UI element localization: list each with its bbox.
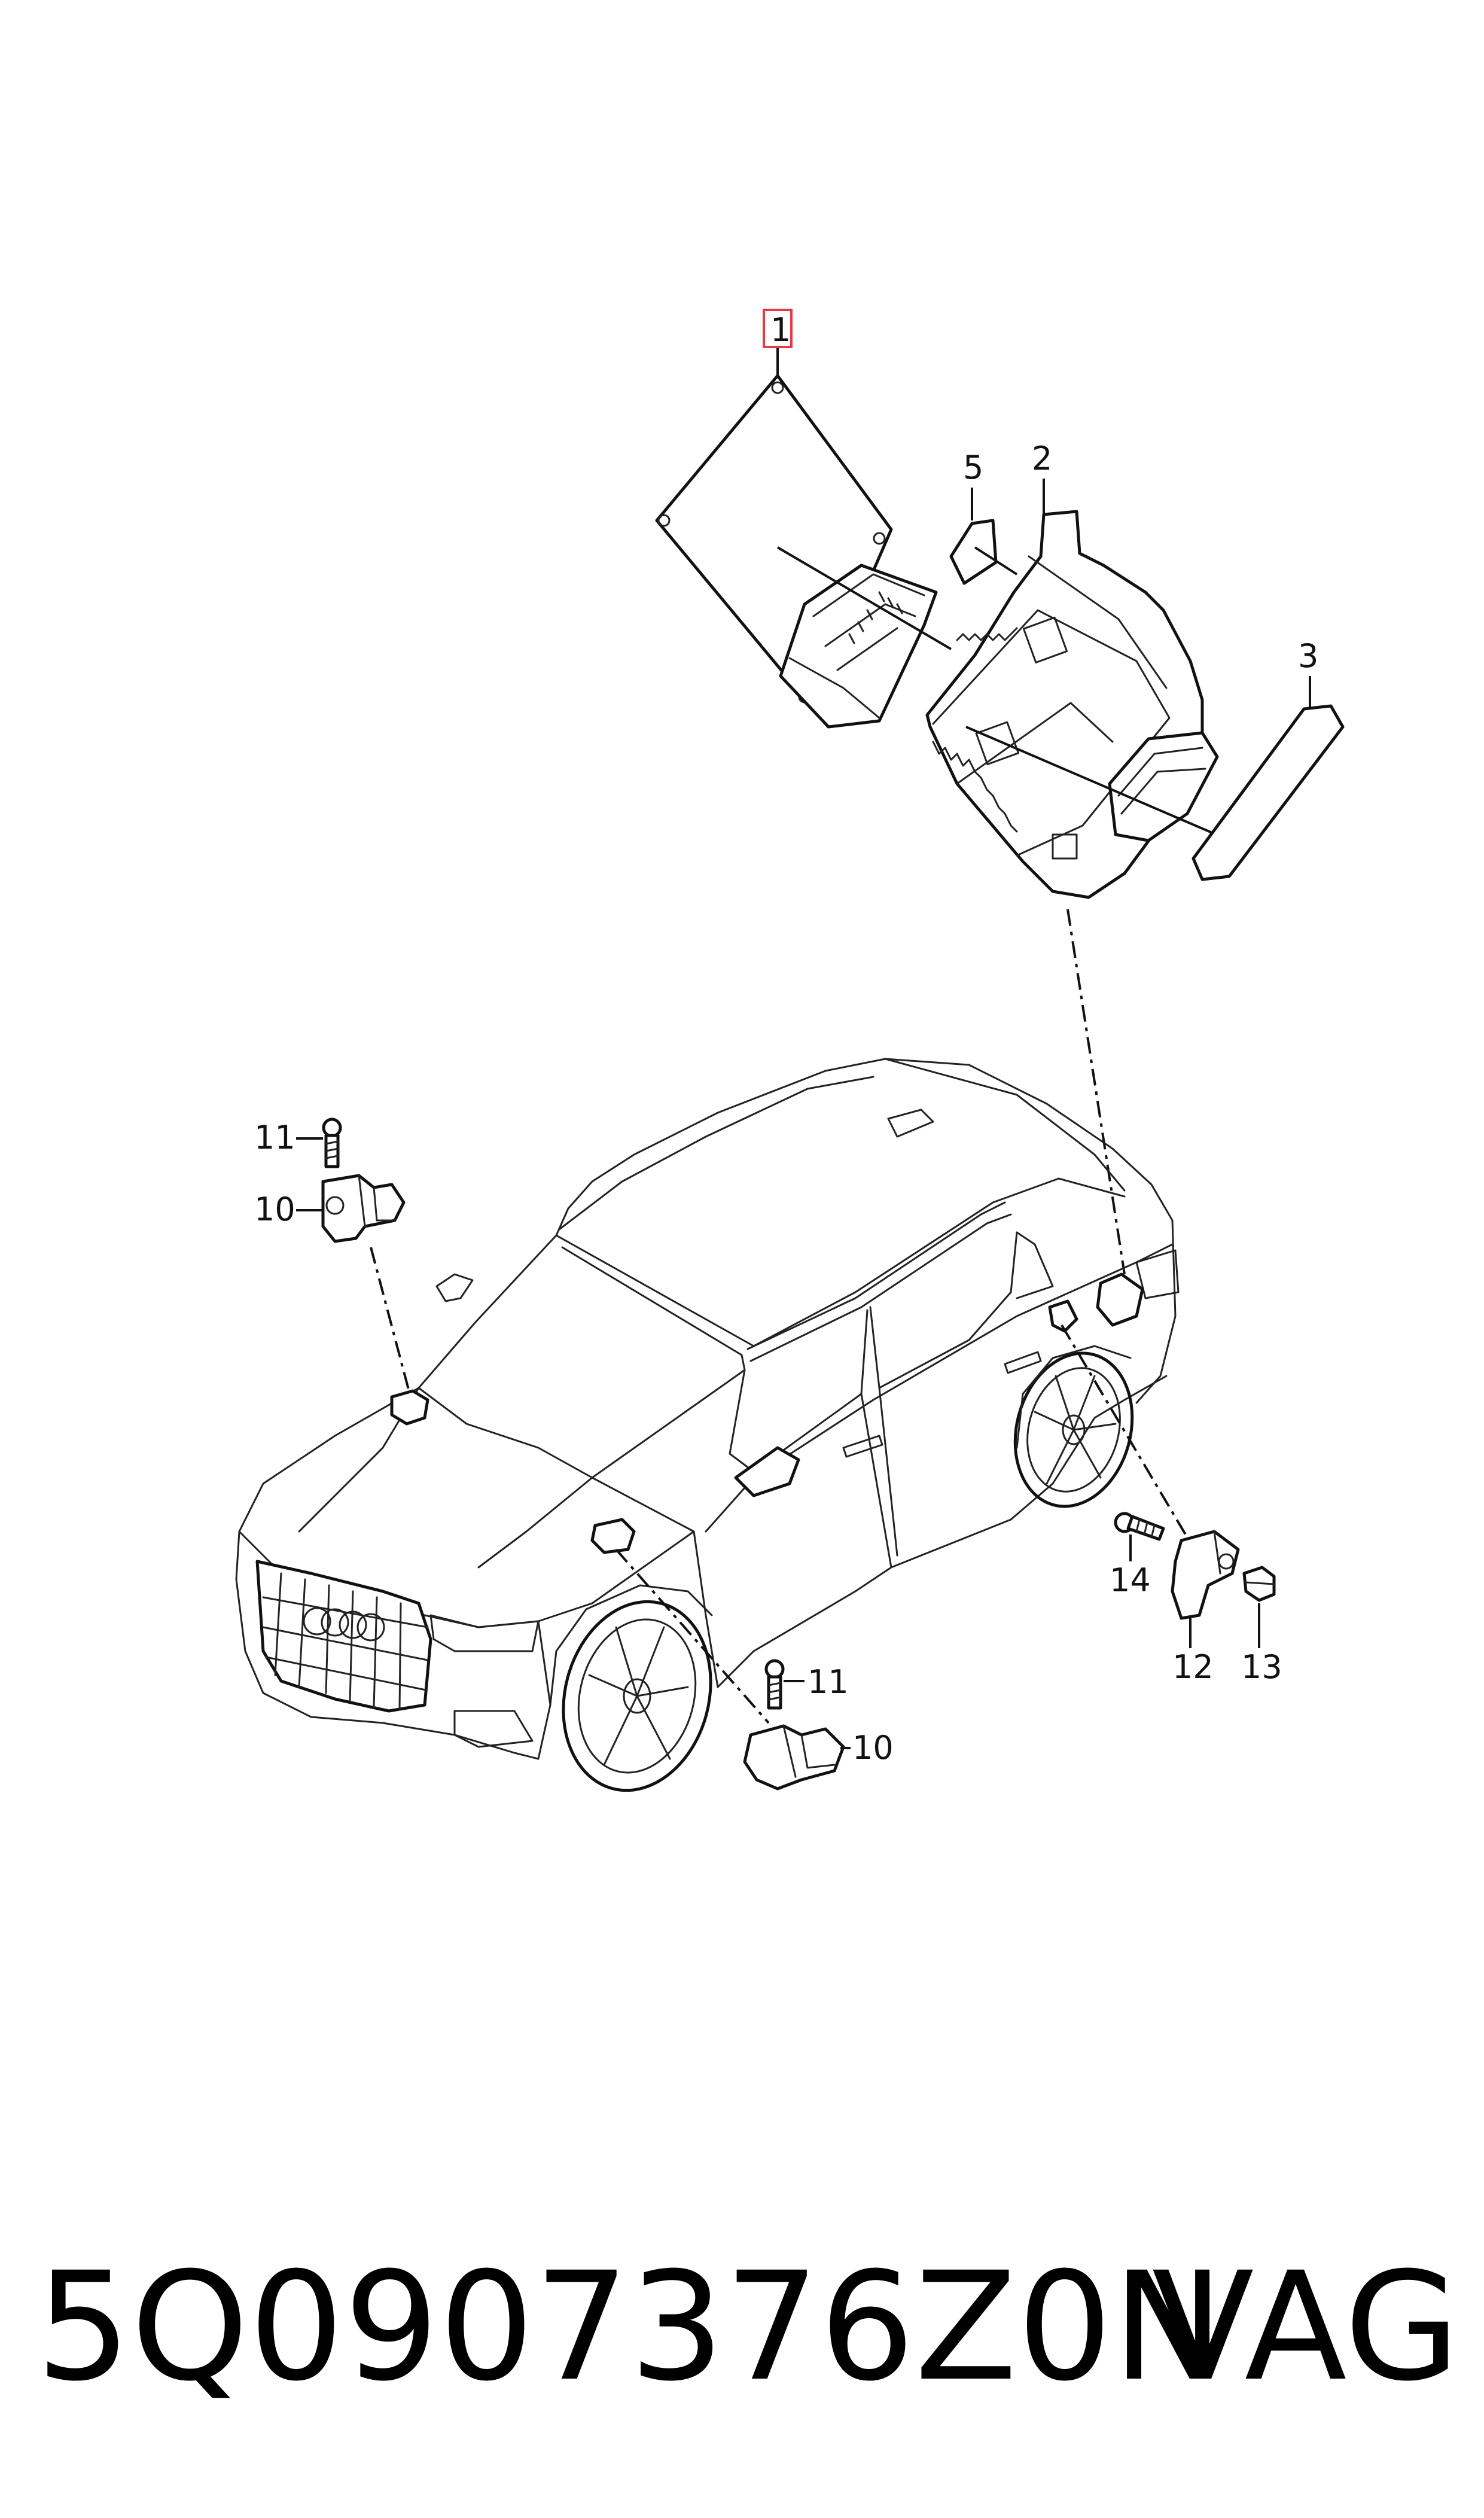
part-11-bolt-left: [322, 1118, 342, 1168]
part-5-pad: [949, 519, 1018, 585]
mount-line-sensor-rear: [1061, 1324, 1189, 1539]
callout-1-highlight: [763, 309, 793, 348]
callout-10-left: 10: [254, 1191, 295, 1228]
callout-12: 12: [1172, 1648, 1214, 1686]
mount-location-front-right: [590, 1518, 636, 1554]
part-3-strip: [1192, 704, 1345, 881]
callout-1: 1: [770, 311, 791, 349]
mount-location-front-left: [390, 1389, 429, 1426]
mount-line-sensor-left: [370, 1247, 411, 1395]
part-12-sensor: [1171, 1530, 1240, 1620]
mount-line-control-unit: [1066, 909, 1126, 1275]
part-10-sensor-right: [743, 1724, 845, 1791]
vehicle-body: [235, 1058, 1180, 1792]
part-11-bolt-right: [764, 1659, 785, 1710]
part-1-cover-plate: [655, 374, 952, 729]
part-number: 5Q0907376Z0N: [36, 2240, 1224, 2414]
callout-3: 3: [1298, 637, 1318, 675]
callout-14: 14: [1110, 1561, 1151, 1599]
part-10-sensor-left: [321, 1174, 406, 1243]
mount-location-rear: [1048, 1299, 1078, 1333]
brand-label: VAG: [1151, 2240, 1460, 2414]
part-13-nut: [1242, 1566, 1276, 1602]
callout-10-right: 10: [852, 1729, 894, 1767]
callout-11-right: 11: [807, 1663, 849, 1701]
callout-13: 13: [1241, 1648, 1282, 1686]
part-2-control-unit: [925, 510, 1224, 899]
parts-diagram: 1 5 2 3: [235, 309, 1345, 1792]
callout-2: 2: [1032, 440, 1052, 477]
mount-line-sensor-right: [615, 1548, 770, 1724]
callout-5: 5: [963, 449, 983, 486]
part-14-bolt: [1114, 1512, 1165, 1541]
callout-11-left: 11: [254, 1119, 295, 1156]
mount-location-control-unit: [1096, 1272, 1144, 1327]
